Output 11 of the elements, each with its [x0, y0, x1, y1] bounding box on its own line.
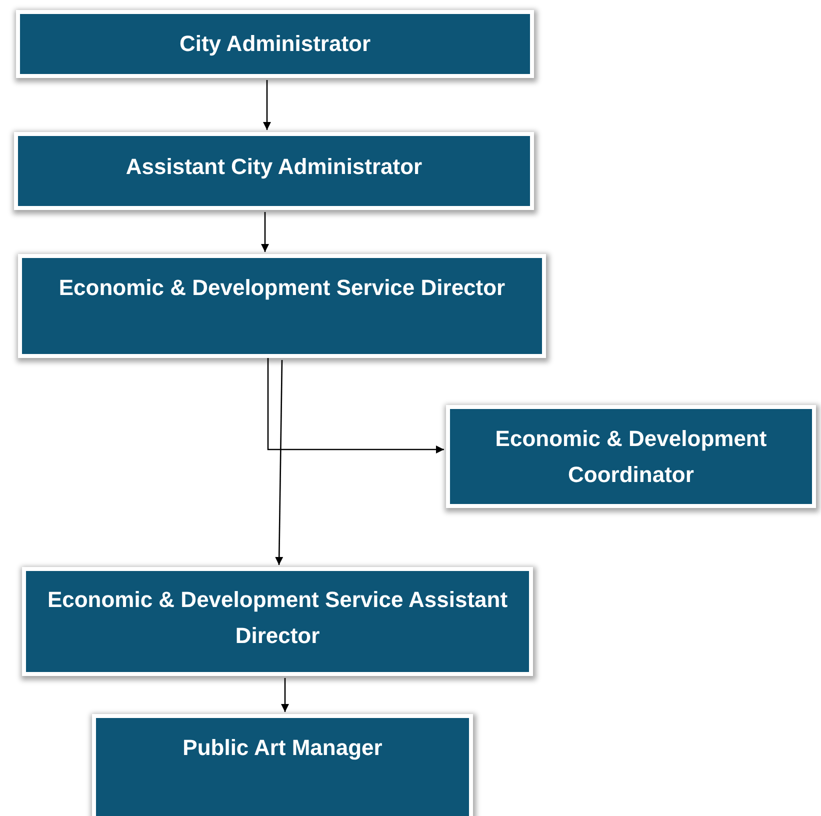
role-title: City Administrator	[179, 30, 371, 58]
arrow	[263, 80, 271, 130]
arrow	[281, 678, 289, 712]
arrow	[267, 358, 444, 454]
role-title: Public Art Manager	[182, 734, 382, 762]
role-title: Economic & Development Service Director	[58, 274, 506, 302]
role-title: Economic & Development Coordinator	[494, 425, 768, 489]
arrow	[275, 360, 284, 565]
role-title: Assistant City Administrator	[126, 153, 422, 181]
role-title: Economic & Development Service Assistant Director	[46, 586, 509, 650]
arrow	[261, 212, 269, 252]
